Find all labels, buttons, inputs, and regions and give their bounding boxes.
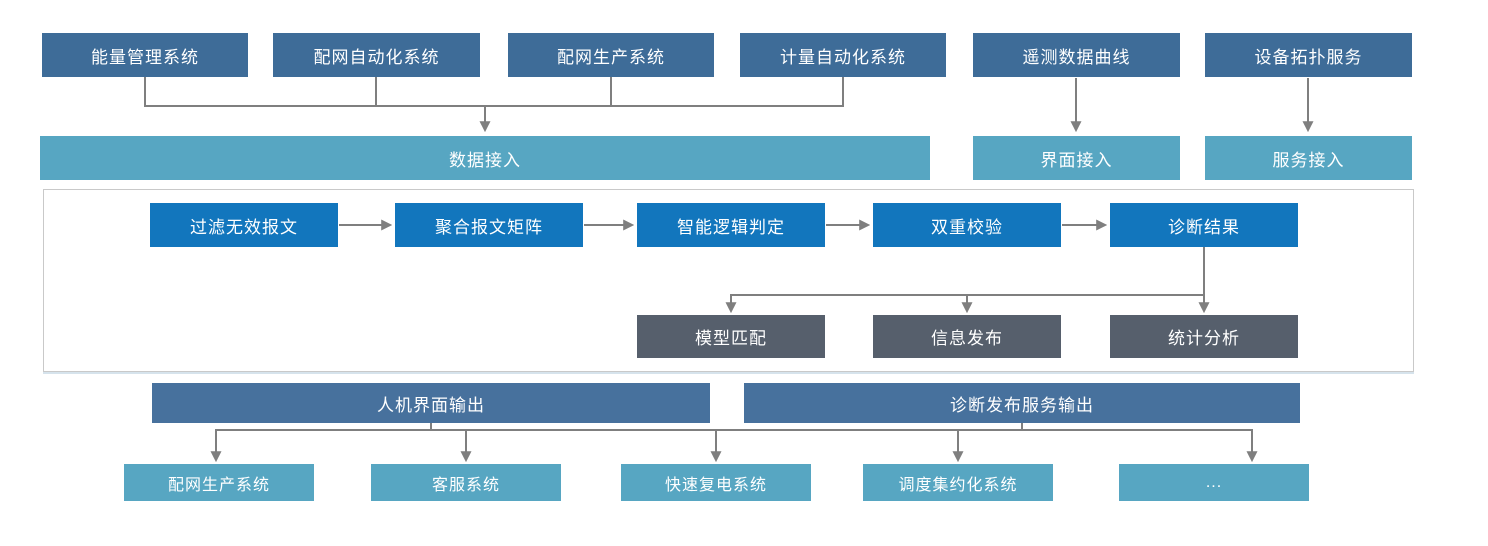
node-rapid-power-restoration-system: 快速复电系统 (621, 464, 811, 501)
node-metering-automation-system: 计量自动化系统 (740, 33, 946, 77)
node-customer-service-system: 客服系统 (371, 464, 561, 501)
node-model-matching: 模型匹配 (637, 315, 825, 358)
node-hmi-output: 人机界面输出 (152, 383, 710, 423)
node-telemetry-data-curve: 遥测数据曲线 (973, 33, 1180, 77)
node-ui-access: 界面接入 (973, 136, 1180, 180)
node-diagnosis-result: 诊断结果 (1110, 203, 1298, 247)
node-dispatch-centralized-system: 调度集约化系统 (863, 464, 1053, 501)
node-distribution-production-system: 配网生产系统 (508, 33, 714, 77)
node-energy-management-system: 能量管理系统 (42, 33, 248, 77)
node-device-topology-service: 设备拓扑服务 (1205, 33, 1412, 77)
node-data-access: 数据接入 (40, 136, 930, 180)
node-distribution-automation-system: 配网自动化系统 (273, 33, 480, 77)
node-target-distribution-production-system: 配网生产系统 (124, 464, 314, 501)
node-service-access: 服务接入 (1205, 136, 1412, 180)
node-filter-invalid-messages: 过滤无效报文 (150, 203, 338, 247)
node-double-verification: 双重校验 (873, 203, 1061, 247)
node-more-systems: ... (1119, 464, 1309, 501)
node-aggregate-message-matrix: 聚合报文矩阵 (395, 203, 583, 247)
node-diagnosis-publish-service-output: 诊断发布服务输出 (744, 383, 1300, 423)
node-intelligent-logic-judgment: 智能逻辑判定 (637, 203, 825, 247)
node-info-publishing: 信息发布 (873, 315, 1061, 358)
node-statistical-analysis: 统计分析 (1110, 315, 1298, 358)
process-container-frame (43, 189, 1414, 372)
